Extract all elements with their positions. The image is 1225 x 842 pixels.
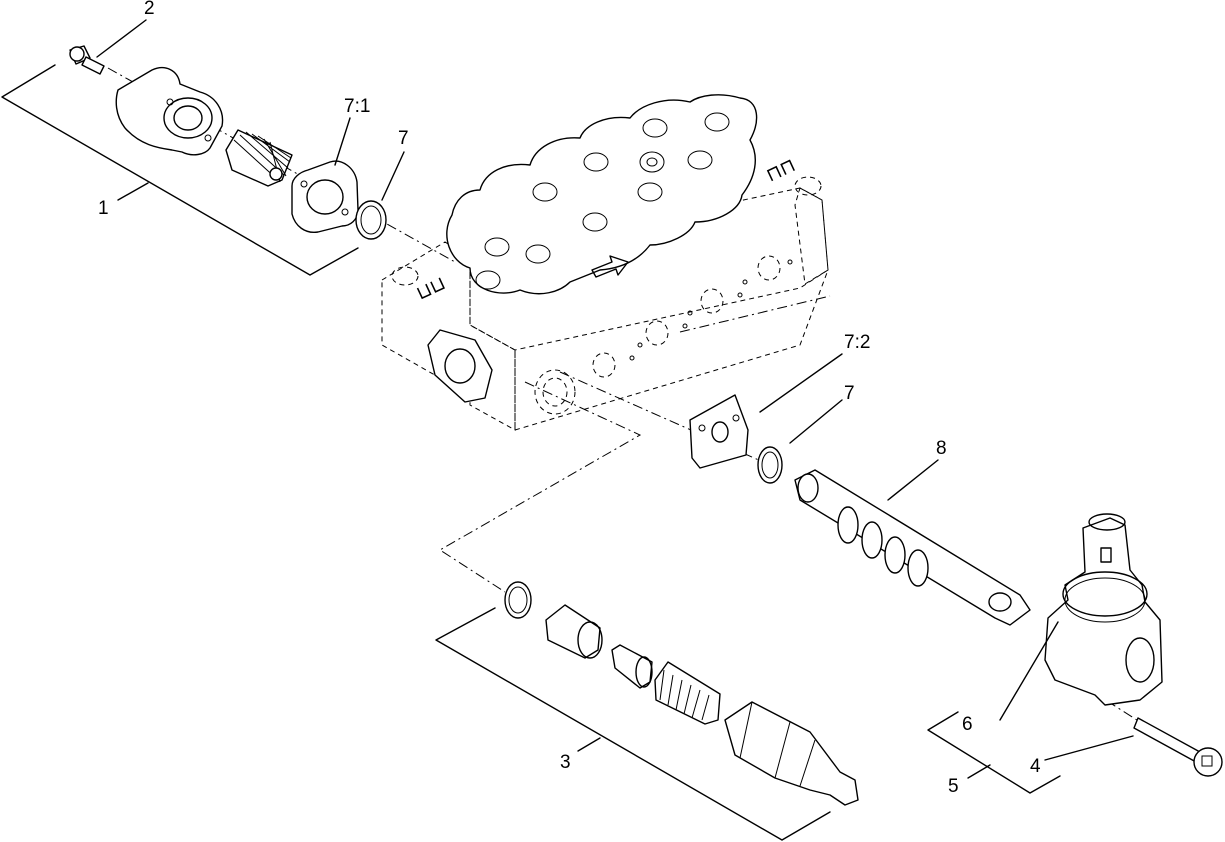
flow-arrow <box>591 255 629 278</box>
part-3-plug <box>724 701 859 806</box>
part-7-o-ring-right <box>757 446 783 484</box>
svg-text:⊓⊓: ⊓⊓ <box>763 155 799 187</box>
part-7-1-flange-plate <box>291 160 359 233</box>
part-4-cap-screw <box>1133 717 1223 777</box>
callout-7-2: 7:2 <box>844 332 870 353</box>
part-3-seat <box>545 604 603 659</box>
group-bracket-3 <box>435 607 831 841</box>
part-3-spring <box>654 661 721 725</box>
part-1-cap-housing <box>115 66 224 156</box>
part-7-o-ring-top <box>355 200 387 240</box>
callout-3: 3 <box>560 752 571 773</box>
callout-7-right: 7 <box>844 383 855 404</box>
group-bracket-1 <box>1 64 359 276</box>
callout-7-top: 7 <box>398 128 409 149</box>
inlet-flange <box>427 329 493 403</box>
part-3-poppet <box>611 644 653 689</box>
callout-8: 8 <box>936 438 947 459</box>
leader-lines <box>96 19 1134 761</box>
part-7-2-flange-plate <box>689 394 749 469</box>
callout-labels: 2 1 7:1 7 7:2 7 8 3 6 4 5 <box>98 0 1041 797</box>
part-2-cap-screw <box>69 45 105 75</box>
callout-6: 6 <box>962 714 973 735</box>
callout-5: 5 <box>948 776 959 797</box>
part-3-snap-ring <box>504 581 532 619</box>
part-8-spool <box>794 469 1031 626</box>
part-6-lever-housing <box>1044 513 1163 706</box>
group-bracket-5 <box>927 711 1061 794</box>
part-1-spring <box>225 129 293 187</box>
callout-2: 2 <box>144 0 155 19</box>
callout-4: 4 <box>1030 756 1041 777</box>
callout-7-1: 7:1 <box>344 96 370 117</box>
svg-text:⊔⊔: ⊔⊔ <box>413 273 449 305</box>
top-cover-plate <box>446 94 758 295</box>
callout-1: 1 <box>98 198 109 219</box>
